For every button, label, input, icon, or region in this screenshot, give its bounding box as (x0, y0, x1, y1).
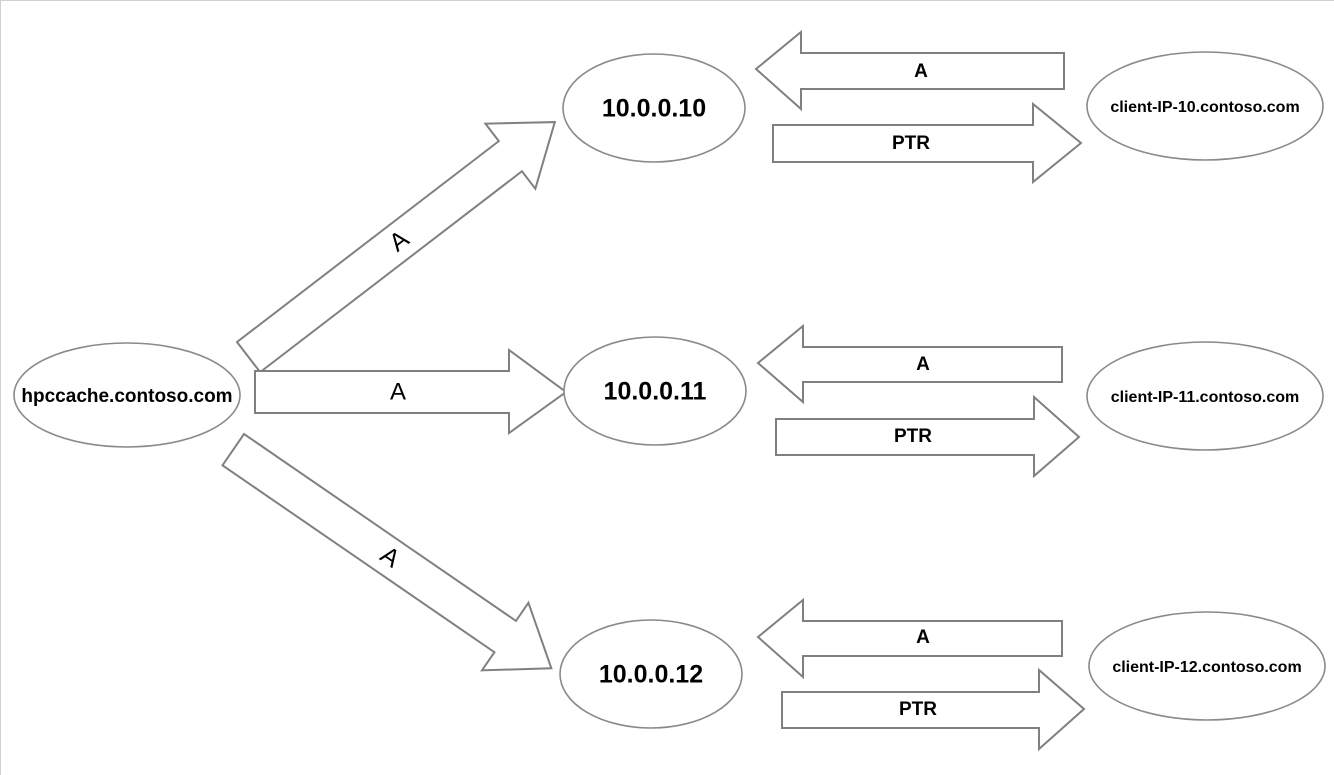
ellipse-shape (563, 336, 747, 446)
node-label-client-0: client-IP-10.contoso.com (1110, 99, 1299, 116)
ellipse-shape (1086, 341, 1324, 451)
ellipse-shape (559, 619, 743, 729)
edge-label-a-row2: A (916, 354, 930, 375)
edge-label-a-row3: A (916, 627, 930, 648)
arrow-right-shape (254, 348, 568, 435)
node-label-client-1: client-IP-11.contoso.com (1111, 389, 1299, 406)
arrow-right-shape (781, 667, 1086, 752)
node-label-address-2: 10.0.0.12 (599, 661, 703, 689)
arrow-left-shape (756, 597, 1063, 680)
ellipse-shape (1088, 611, 1326, 721)
node-label-address-0: 10.0.0.10 (602, 95, 706, 123)
arrow-right-shape (772, 101, 1083, 185)
node-client-ip-12[interactable]: client-IP-12.contoso.com (1088, 611, 1326, 721)
edge-address-10-to-client-10: PTR (772, 101, 1083, 185)
arrow-right-shape (221, 432, 553, 672)
edge-client-11-to-address-11: A (756, 323, 1063, 405)
edge-source-to-address-10: A (235, 121, 557, 374)
node-label-source: hpccache.contoso.com (21, 386, 232, 407)
edge-label-ptr-row3: PTR (899, 699, 937, 720)
node-client-ip-10[interactable]: client-IP-10.contoso.com (1086, 51, 1324, 161)
node-address-10-0-0-10[interactable]: 10.0.0.10 (562, 53, 746, 163)
node-client-ip-11[interactable]: client-IP-11.contoso.com (1086, 341, 1324, 451)
node-label-address-1: 10.0.0.11 (604, 378, 707, 406)
edge-label-a-row1: A (914, 61, 928, 82)
edge-client-10-to-address-10: A (754, 29, 1065, 112)
ellipse-shape (1086, 51, 1324, 161)
edge-address-11-to-client-11: PTR (775, 394, 1081, 479)
arrow-left-shape (754, 29, 1065, 112)
edge-source-to-address-12: A (221, 432, 553, 672)
ellipse-shape (13, 342, 241, 448)
edge-address-12-to-client-12: PTR (781, 667, 1086, 752)
arrow-right-shape (775, 394, 1081, 479)
node-address-10-0-0-11[interactable]: 10.0.0.11 (563, 336, 747, 446)
node-source-hpccache[interactable]: hpccache.contoso.com (13, 342, 241, 448)
edge-client-12-to-address-12: A (756, 597, 1063, 680)
edge-label-ptr-row2: PTR (894, 426, 932, 447)
ellipse-shape (562, 53, 746, 163)
edge-source-to-address-11: A (254, 348, 568, 435)
edge-label-a-middle: A (390, 378, 406, 405)
arrow-right-shape (235, 121, 557, 374)
node-address-10-0-0-12[interactable]: 10.0.0.12 (559, 619, 743, 729)
node-label-client-2: client-IP-12.contoso.com (1112, 659, 1301, 676)
arrow-left-shape (756, 323, 1063, 405)
edge-label-ptr-row1: PTR (892, 133, 930, 154)
